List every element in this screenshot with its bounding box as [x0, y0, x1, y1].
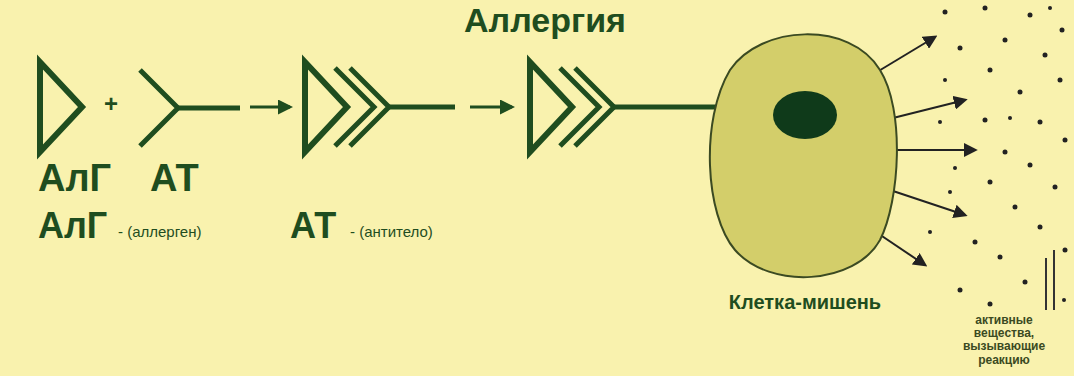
particle — [988, 68, 993, 73]
particle — [1003, 38, 1008, 43]
diagram-label: АлГ — [38, 208, 107, 244]
step-arrow — [250, 106, 290, 109]
particle — [1013, 205, 1018, 210]
particle — [1038, 225, 1043, 230]
node-shape — [130, 55, 240, 155]
particle — [1043, 53, 1048, 58]
node-label: Клетка-мишень — [700, 292, 910, 312]
particle — [1062, 298, 1066, 302]
diagram-label: активные вещества, вызывающие реакцию — [948, 314, 1060, 367]
particle — [953, 166, 957, 170]
particle — [943, 10, 948, 15]
diagram-node: Клетка-мишень — [700, 22, 910, 312]
release-arrow — [872, 37, 935, 75]
diagram-label: + — [104, 92, 118, 116]
particle — [928, 230, 932, 234]
diagram-label: АТ — [290, 208, 336, 244]
particle — [1058, 78, 1063, 83]
particle — [1060, 28, 1065, 33]
antibody-arms — [335, 68, 374, 146]
node-label: АТ — [130, 159, 264, 197]
particle — [983, 118, 988, 123]
antibody-stem — [614, 105, 718, 110]
target-cell — [710, 34, 897, 277]
particle — [1018, 90, 1023, 95]
step-arrow — [470, 106, 512, 109]
release-arrow — [893, 100, 965, 118]
diagram-node: АлГ — [30, 55, 132, 197]
release-arrow — [897, 149, 975, 151]
substance-mark — [1053, 250, 1055, 310]
antibody-arms — [140, 70, 178, 146]
antibody-arms — [560, 68, 599, 146]
diagram-title: Аллергия — [464, 3, 626, 37]
particle — [1028, 163, 1033, 168]
node-shape — [700, 22, 910, 288]
antibody-stem — [575, 68, 614, 146]
particle — [983, 6, 988, 11]
particle — [1008, 116, 1012, 120]
node-label: АлГ — [30, 159, 132, 197]
diagram-node: АТ — [130, 55, 264, 197]
cell-nucleus — [773, 91, 837, 139]
particle — [1053, 185, 1058, 190]
diagram-label: - (антитело) — [350, 224, 433, 239]
particle — [1028, 13, 1033, 18]
particle — [948, 190, 952, 194]
release-arrow — [890, 190, 965, 215]
particle — [1023, 280, 1028, 285]
particle — [998, 255, 1003, 260]
antibody-stem — [389, 105, 455, 110]
particle — [958, 46, 963, 51]
particle — [988, 180, 993, 185]
particle — [943, 78, 947, 82]
particle — [1063, 138, 1068, 143]
particle — [973, 240, 978, 245]
diagram-label: - (аллерген) — [118, 224, 201, 239]
particle — [1003, 150, 1008, 155]
substance-mark — [1045, 258, 1047, 310]
particle — [1063, 248, 1068, 253]
particle — [938, 120, 942, 124]
particle — [1038, 120, 1043, 125]
antibody-stem — [178, 106, 240, 111]
antibody-arms — [350, 68, 389, 146]
particle — [958, 288, 963, 293]
particle — [988, 302, 993, 307]
allergen-triangle — [40, 62, 82, 152]
particle — [1048, 6, 1052, 10]
